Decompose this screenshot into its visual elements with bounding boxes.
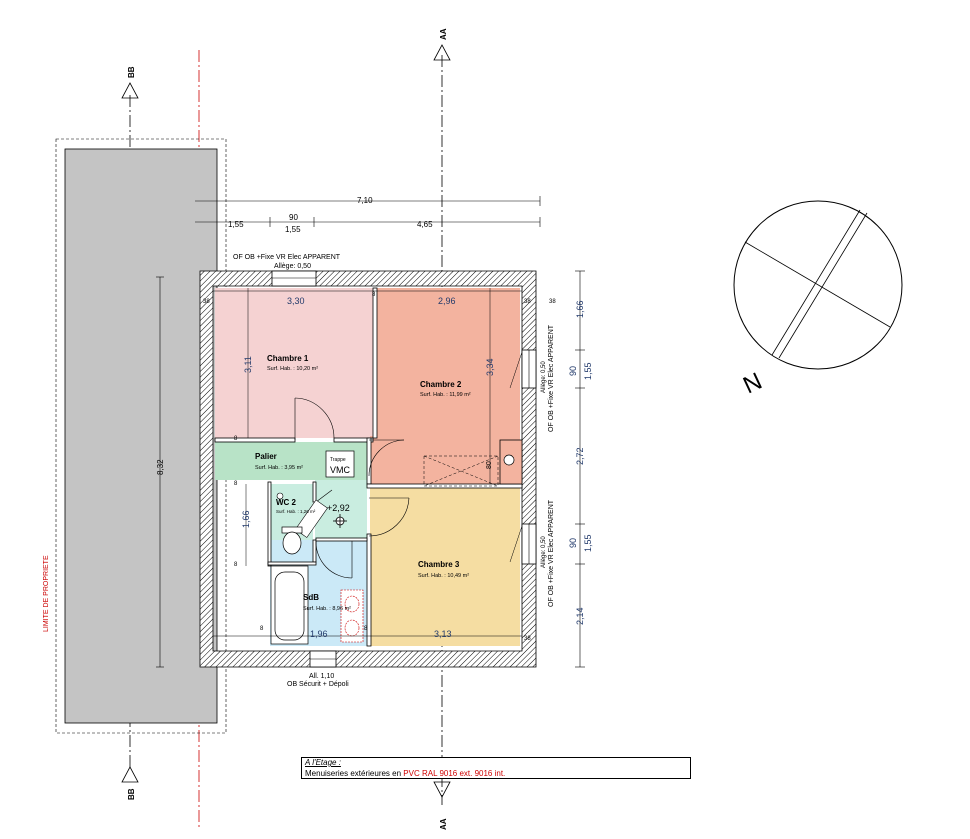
right-upper-window-allege: Allège: 0,50 <box>541 361 547 393</box>
north-compass <box>733 200 903 370</box>
legend-prefix: Menuiseries extérieures en <box>305 769 404 778</box>
sdb-surface: Surf. Hab. : 8,96 m² <box>303 606 351 612</box>
total-width-dim: 7,10 <box>357 196 373 205</box>
section-label-bb-bottom: BB <box>127 788 136 800</box>
door-chambre-1 <box>294 397 335 440</box>
bottom-right-dim: 3,13 <box>434 629 452 639</box>
door-chambre-3 <box>368 497 410 537</box>
dim-8-e: 8 <box>260 626 264 632</box>
ch2-height-dim: 3,34 <box>485 358 495 376</box>
section-label-bb-top: BB <box>127 66 136 78</box>
room-chambre-2-annex <box>370 436 520 484</box>
right-upper-window-label: OF OB +Fixe VR Elec APPARENT <box>548 324 555 432</box>
wc-2-surface: Surf. Hab. : 1,26 m² <box>276 509 316 514</box>
inner-top-right-dim: 2,96 <box>438 296 456 306</box>
outer-walls <box>199 270 537 668</box>
right-90-b-dim: 90 <box>568 538 578 548</box>
legend-box: A l'Etage : Menuiseries extérieures en P… <box>301 757 691 779</box>
seg-right-dim: 4,65 <box>417 220 433 229</box>
chambre-1-name: Chambre 1 <box>267 354 309 363</box>
wc-height-dim: 1,66 <box>241 510 251 528</box>
level-symbol <box>333 514 347 528</box>
wc-basin-icon <box>276 492 284 500</box>
bottom-window-type: OB Sécurit + Dépoli <box>287 681 349 688</box>
room-chambre-3 <box>370 488 520 646</box>
room-chambre-2 <box>377 288 520 436</box>
seg-mid-top-dim: 90 <box>289 213 298 222</box>
legend-title: A l'Etage : <box>305 758 341 767</box>
inner-top-left-dim: 3,30 <box>287 296 305 306</box>
section-marker-bb-bottom <box>121 766 139 783</box>
legend-line: Menuiseries extérieures en PVC RAL 9016 … <box>305 769 505 778</box>
dim-38-b: 38 <box>549 299 556 305</box>
chambre-3-name: Chambre 3 <box>418 560 460 569</box>
section-label-aa-bottom: AA <box>439 818 448 830</box>
section-marker-aa-top <box>433 44 451 61</box>
right-1-55-a-dim: 1,55 <box>583 362 593 380</box>
wall-38-tr: 38 <box>524 299 531 305</box>
top-window-allege: Allège: 0,50 <box>274 263 311 270</box>
window-top <box>271 270 317 287</box>
right-lower-window-label: OF OB +Fixe VR Elec APPARENT <box>548 499 555 607</box>
right-1-66-dim: 1,66 <box>575 300 585 318</box>
right-1-55-b-dim: 1,55 <box>583 534 593 552</box>
window-right-upper <box>509 349 537 389</box>
vmc-trappe <box>325 450 355 478</box>
legend-material: PVC RAL 9016 ext. 9016 int. <box>403 769 506 778</box>
dim-80: 80 <box>486 461 493 469</box>
section-marker-aa-bottom <box>433 781 451 798</box>
section-label-aa-top: AA <box>439 28 448 40</box>
trappe-label: Trappe <box>330 457 346 463</box>
chambre-3-surface: Surf. Hab. : 10,49 m² <box>418 573 469 579</box>
room-chambre-1 <box>215 288 373 438</box>
seg-mid-bottom-dim: 1,55 <box>285 225 301 234</box>
right-2-14-dim: 2,14 <box>575 607 585 625</box>
chambre-2-name: Chambre 2 <box>420 380 462 389</box>
dim-38-a: 38 <box>524 636 531 642</box>
storage-cross <box>423 455 499 487</box>
seg-left-dim: 1,55 <box>228 220 244 229</box>
ch1-height-dim: 3,11 <box>243 356 253 373</box>
north-label: N <box>739 368 766 400</box>
dim-8-d: 8 <box>364 626 368 632</box>
boiler-icon <box>503 454 515 466</box>
door-sdb <box>315 540 353 579</box>
level-label: +2,92 <box>327 503 350 513</box>
palier-surface: Surf. Hab. : 3,95 m² <box>255 465 303 471</box>
window-bottom <box>309 650 337 668</box>
bottom-left-dim: 1,96 <box>310 629 328 639</box>
roof-area <box>64 148 218 724</box>
right-90-a-dim: 90 <box>568 366 578 376</box>
dim-8-c: 8 <box>234 562 238 568</box>
top-window-label: OF OB +Fixe VR Elec APPARENT <box>233 254 341 261</box>
limite-propriete-label: LIMITE DE PROPRIETE <box>43 555 50 632</box>
window-right-lower <box>509 523 537 565</box>
right-2-72-dim: 2,72 <box>575 447 585 465</box>
section-marker-bb-top <box>121 82 139 99</box>
wall-8-top: 8 <box>372 292 376 298</box>
bathtub-icon <box>270 565 309 645</box>
vanity-icon <box>340 589 364 643</box>
toilet-icon <box>281 526 303 555</box>
chambre-2-surface: Surf. Hab. : 11,99 m² <box>420 392 471 398</box>
wc-2-name: WC 2 <box>276 498 297 507</box>
sdb-name: SdB <box>303 593 319 602</box>
palier-name: Palier <box>255 452 277 461</box>
overall-height-dim: 8,32 <box>156 459 165 475</box>
dim-8-a: 8 <box>234 436 238 442</box>
dim-8-b: 8 <box>234 481 238 487</box>
vmc-label: VMC <box>330 465 351 475</box>
door-chambre-2 <box>368 439 405 477</box>
wall-38-tl: 38 <box>203 299 210 305</box>
chambre-1-surface: Surf. Hab. : 10,20 m² <box>267 366 318 372</box>
bottom-window-allege: All. 1,10 <box>309 673 334 680</box>
door-wc <box>294 489 333 538</box>
right-lower-window-allege: Allège: 0,50 <box>541 536 547 568</box>
